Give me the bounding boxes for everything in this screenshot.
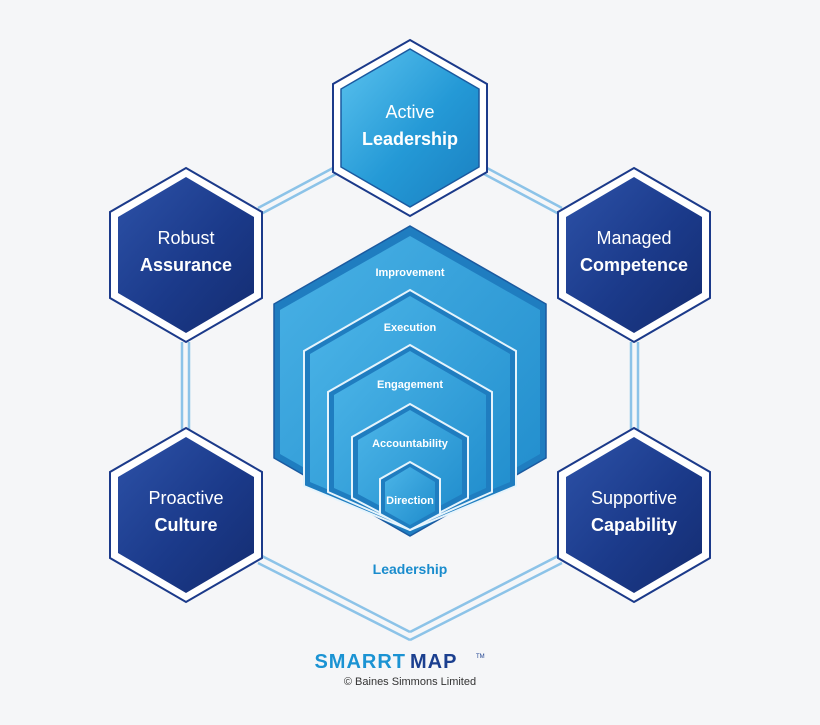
- logo-part2: MAP: [410, 651, 457, 673]
- managed-competence-line1: Managed: [596, 228, 671, 248]
- managed-competence-line2: Competence: [580, 255, 688, 275]
- level-label-execution: Execution: [384, 322, 437, 334]
- active-leadership-line2: Leadership: [362, 129, 458, 149]
- smarrt-map-logo: SMARRT MAP TM: [314, 651, 484, 673]
- node-supportive-capability: Supportive Capability: [557, 426, 711, 604]
- connector-right: [629, 342, 640, 432]
- copyright-notice: © Baines Simmons Limited: [344, 676, 476, 688]
- connector-bottom-right: [409, 554, 563, 642]
- node-proactive-culture: Proactive Culture: [109, 426, 263, 604]
- proactive-culture-line1: Proactive: [148, 488, 223, 508]
- supportive-capability-line1: Supportive: [591, 488, 677, 508]
- node-active-leadership: Active Leadership: [332, 38, 488, 218]
- level-label-accountability: Accountability: [372, 438, 449, 450]
- connector-bottom-left: [257, 554, 411, 642]
- proactive-culture-line2: Culture: [155, 515, 218, 535]
- connector-top-right: [483, 166, 563, 216]
- leadership-pyramid: Improvement Execution Engagement Account…: [273, 225, 547, 537]
- level-label-direction: Direction: [386, 495, 434, 507]
- center-label-leadership: Leadership: [373, 561, 448, 577]
- node-robust-assurance: Robust Assurance: [109, 166, 263, 344]
- level-label-engagement: Engagement: [377, 379, 443, 391]
- level-label-improvement: Improvement: [375, 267, 444, 279]
- logo-part1: SMARRT: [314, 651, 406, 673]
- connector-top-left: [257, 166, 337, 216]
- active-leadership-line1: Active: [385, 102, 434, 122]
- robust-assurance-line2: Assurance: [140, 255, 232, 275]
- connector-left: [180, 342, 191, 432]
- supportive-capability-line2: Capability: [591, 515, 677, 535]
- node-managed-competence: Managed Competence: [557, 166, 711, 344]
- robust-assurance-line1: Robust: [157, 228, 214, 248]
- logo-trademark: TM: [476, 654, 485, 660]
- connector-lines: [180, 166, 640, 642]
